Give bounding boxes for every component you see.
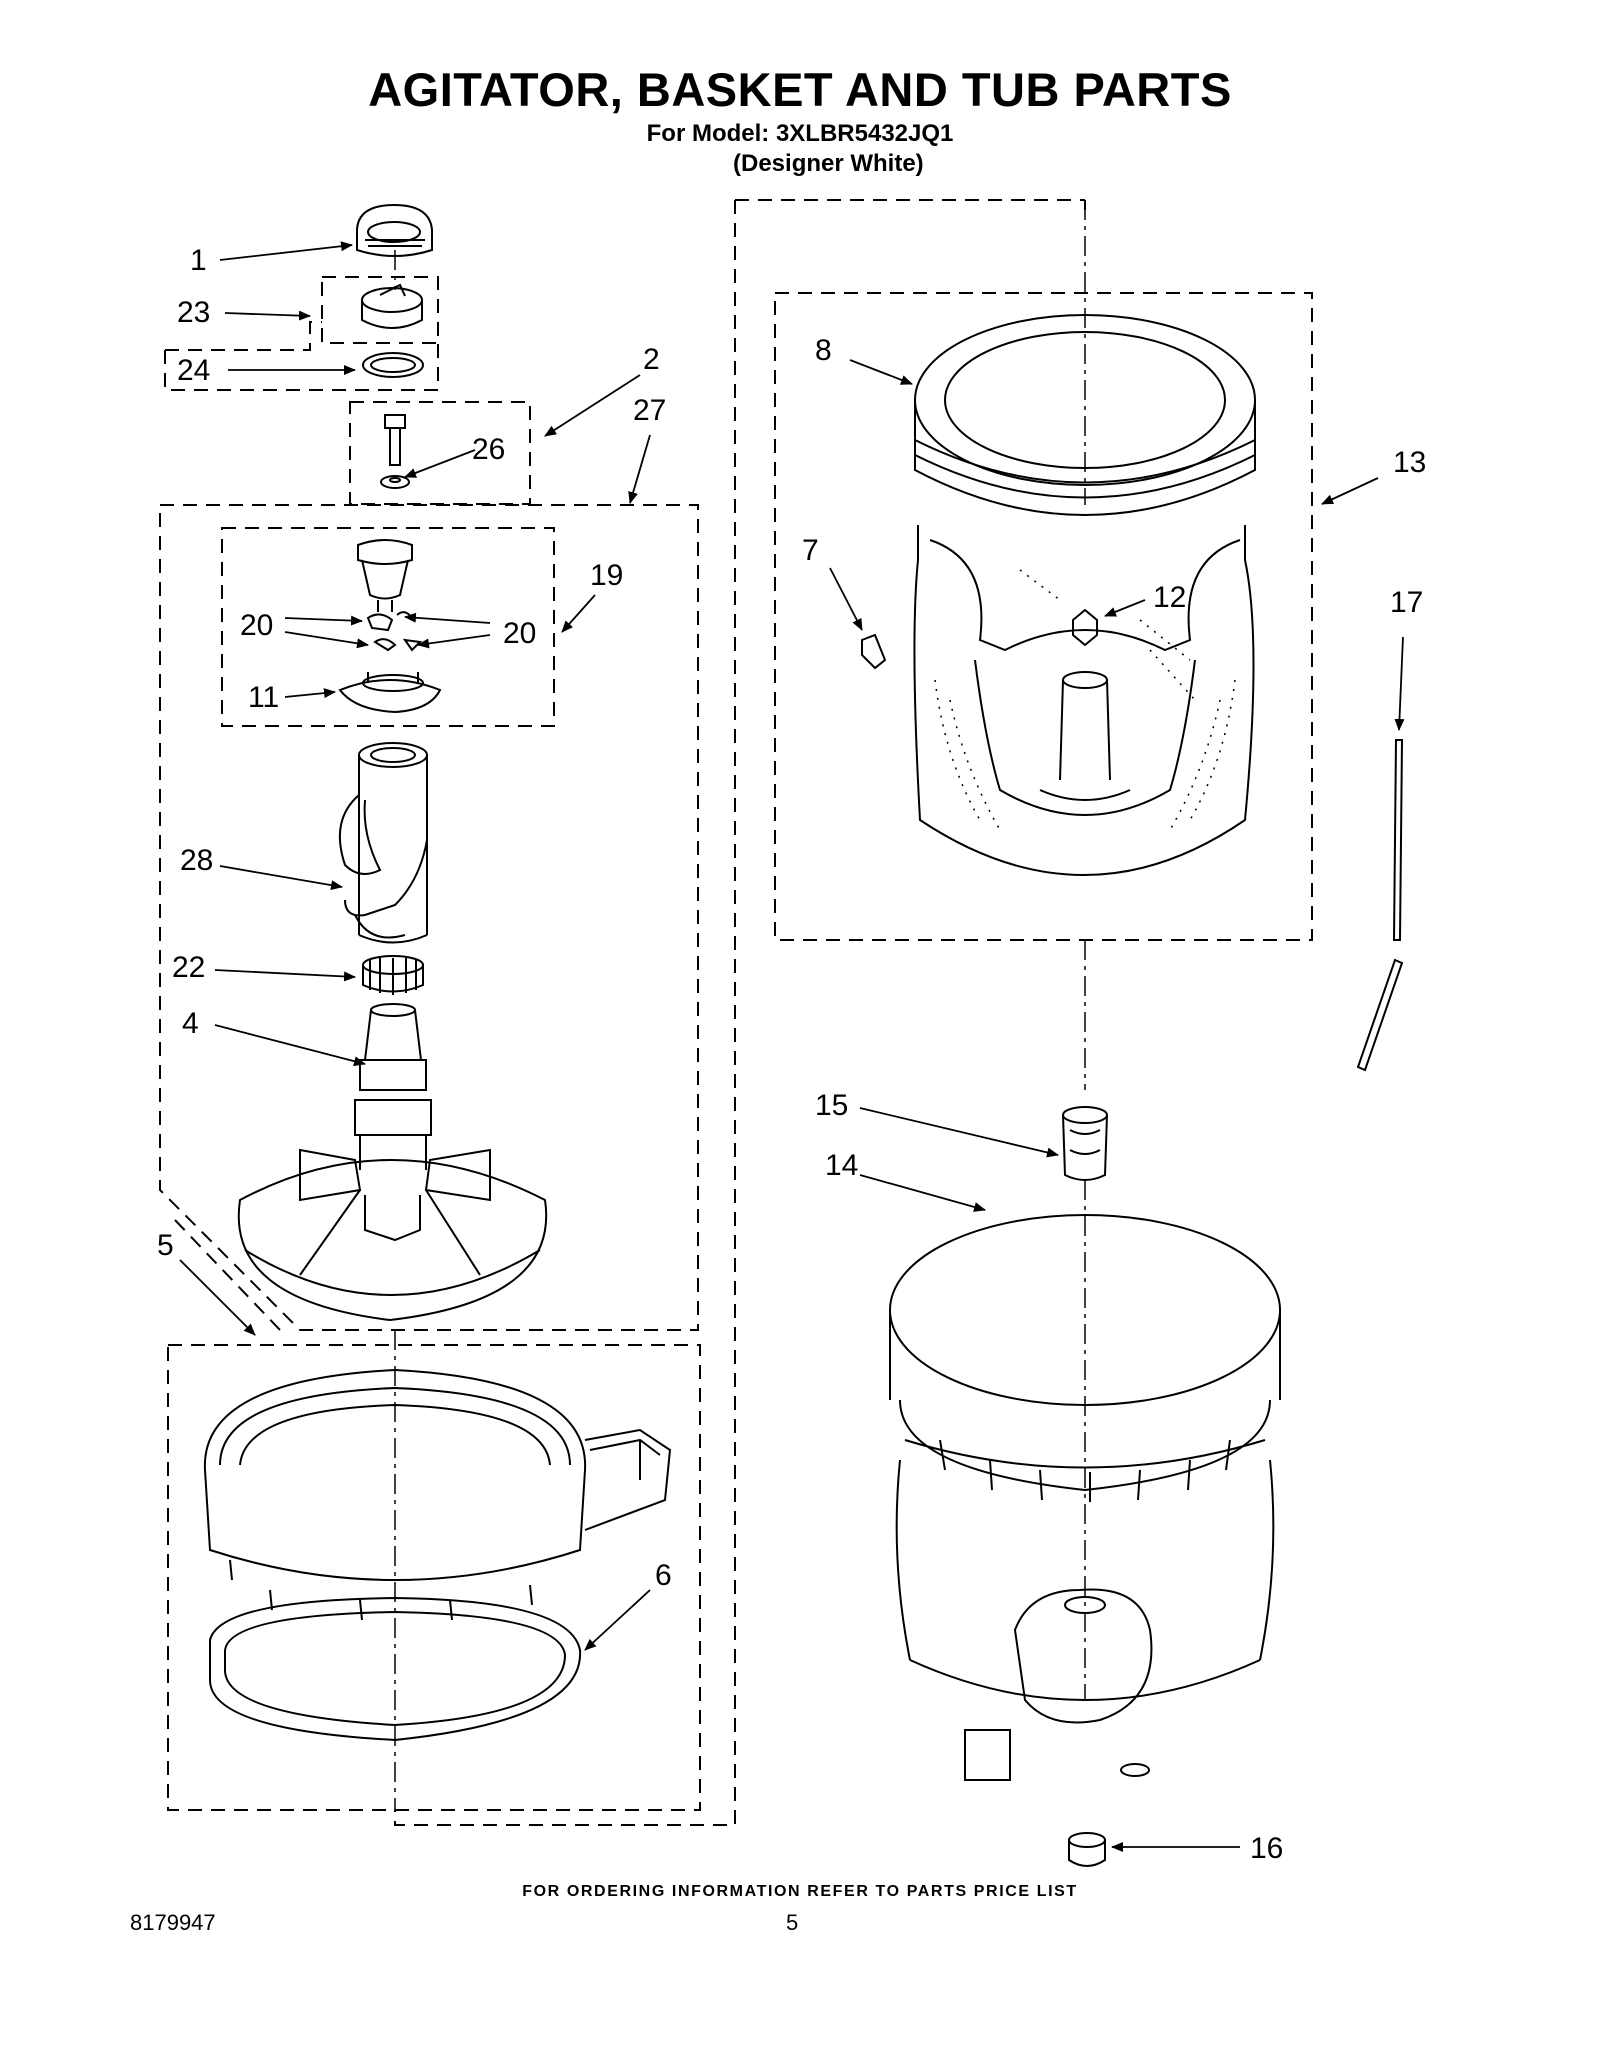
box-dog-kit <box>221 527 555 727</box>
callout-11: 11 <box>248 681 279 714</box>
callout-5: 5 <box>157 1229 174 1262</box>
callout-22: 22 <box>172 951 205 984</box>
callout-14: 14 <box>825 1149 858 1182</box>
box-ring-group <box>167 1344 701 1811</box>
callout-23: 23 <box>177 296 210 329</box>
dog-cam-drawing <box>338 672 442 714</box>
basket-drawing <box>913 525 1255 876</box>
clip-drawing <box>861 633 887 670</box>
outer-tub-drawing <box>889 1214 1281 1781</box>
tub-ring-drawing <box>203 1368 672 1742</box>
callout-numbers: 1 23 24 2 27 26 19 20 20 11 28 22 4 5 6 … <box>157 244 1426 1865</box>
seal-ring-drawing <box>362 352 424 378</box>
agitator-base-drawing <box>237 1003 548 1322</box>
callout-8: 8 <box>815 334 832 367</box>
box-cap-group <box>321 276 439 344</box>
balance-ring-drawing <box>914 314 1256 516</box>
model-subtitle: For Model: 3XLBR5432JQ1 <box>646 120 954 147</box>
bearing-drawing <box>1062 1106 1108 1181</box>
callout-7: 7 <box>802 534 819 567</box>
callout-13: 13 <box>1393 446 1426 479</box>
basket-perforations <box>934 569 1236 831</box>
agitator-barrel-drawing <box>338 742 428 944</box>
box-slanted-edge <box>174 1219 281 1331</box>
callout-4: 4 <box>182 1007 199 1040</box>
box-basket-outer <box>394 199 1085 1826</box>
callout-28: 28 <box>180 844 213 877</box>
box-agitator-assembly <box>159 504 699 1331</box>
bolt-drawing <box>380 414 410 489</box>
callout-20-left: 20 <box>240 609 273 642</box>
callout-15: 15 <box>815 1089 848 1122</box>
ordering-info-footer: FOR ORDERING INFORMATION REFER TO PARTS … <box>522 1883 1078 1900</box>
callout-24: 24 <box>177 354 210 387</box>
box-basket <box>774 292 1313 941</box>
cap-insert-drawing <box>361 283 423 329</box>
drive-bell-drawing <box>362 955 424 995</box>
callout-12: 12 <box>1153 581 1186 614</box>
agitator-cap-drawing <box>356 203 433 257</box>
callout-20-right: 20 <box>503 617 536 650</box>
leader-lines <box>179 241 1405 1852</box>
page-title: AGITATOR, BASKET AND TUB PARTS <box>368 63 1232 116</box>
callout-27: 27 <box>633 394 666 427</box>
group-boxes <box>159 199 1313 1826</box>
callout-19: 19 <box>590 559 623 592</box>
agitator-dog-drawing <box>357 539 413 612</box>
dog-clips-drawing <box>366 611 423 652</box>
box-seal-group <box>164 321 439 391</box>
page-number: 5 <box>786 1910 799 1935</box>
callout-1: 1 <box>190 244 207 277</box>
callout-16: 16 <box>1250 1832 1283 1865</box>
callout-26: 26 <box>472 433 505 466</box>
callout-17: 17 <box>1390 586 1423 619</box>
model-color-subtitle: (Designer White) <box>733 150 924 177</box>
document-number: 8179947 <box>130 1910 216 1935</box>
callout-6: 6 <box>655 1559 672 1592</box>
drain-plug-drawing <box>1068 1832 1106 1867</box>
callout-2: 2 <box>643 343 660 376</box>
hose-drawing <box>1356 739 1404 1072</box>
